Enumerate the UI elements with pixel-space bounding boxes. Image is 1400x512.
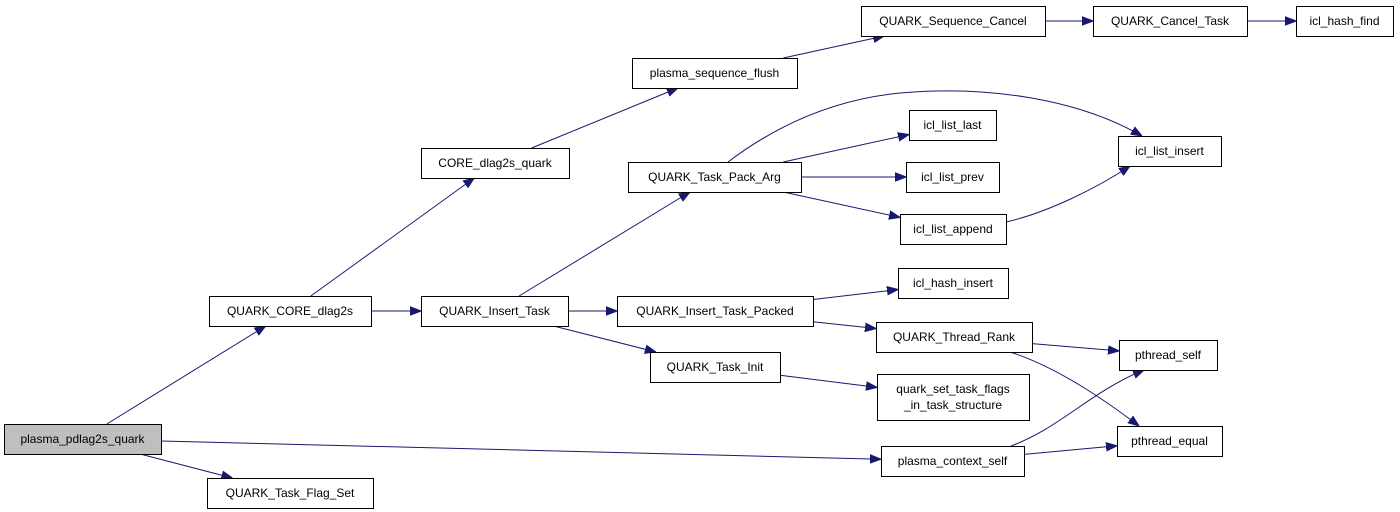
nodes: plasma_pdlag2s_quarkQUARK_CORE_dlag2sQUA… <box>4 6 1394 509</box>
node-box[interactable] <box>209 296 372 327</box>
node-label: pthread_equal <box>1131 434 1208 448</box>
node-label: icl_hash_insert <box>913 276 994 290</box>
node-box[interactable] <box>632 58 798 89</box>
edge-pack_arg-to-list_append <box>783 191 900 217</box>
node-box[interactable] <box>650 352 781 383</box>
node-task-flag-set[interactable]: QUARK_Task_Flag_Set <box>207 478 374 509</box>
node-label: QUARK_Thread_Rank <box>893 330 1016 344</box>
edge-thread_rank-to-pthread_equal <box>1009 351 1139 426</box>
node-label: pthread_self <box>1135 348 1202 362</box>
node-box[interactable] <box>4 424 162 455</box>
node-core-dlag2s-quark[interactable]: CORE_dlag2s_quark <box>421 148 570 179</box>
edge-core_dlag2s_quark-to-seq_flush <box>531 88 678 149</box>
edge-root-to-core_dlag2s <box>106 326 266 425</box>
node-task-init[interactable]: QUARK_Task_Init <box>650 352 781 383</box>
node-box[interactable] <box>906 162 1000 193</box>
node-label: QUARK_Task_Pack_Arg <box>648 170 781 184</box>
node-box[interactable] <box>877 374 1030 421</box>
node-label: icl_list_last <box>923 118 982 132</box>
node-label: QUARK_Cancel_Task <box>1111 14 1230 28</box>
node-pthread-equal[interactable]: pthread_equal <box>1117 426 1223 457</box>
node-box[interactable] <box>421 296 569 327</box>
edge-pack_arg-to-list_last <box>783 135 909 163</box>
node-label: QUARK_Insert_Task_Packed <box>636 304 793 318</box>
node-box[interactable] <box>861 6 1046 37</box>
node-label: _in_task_structure <box>903 398 1002 412</box>
node-box[interactable] <box>1093 6 1248 37</box>
node-pack-arg[interactable]: QUARK_Task_Pack_Arg <box>628 162 802 193</box>
node-hash-find[interactable]: icl_hash_find <box>1296 6 1394 37</box>
node-label: QUARK_Task_Flag_Set <box>226 486 355 500</box>
edge-insert_task-to-task_init <box>553 325 656 352</box>
node-label: QUARK_Sequence_Cancel <box>879 14 1026 28</box>
node-box[interactable] <box>876 322 1033 353</box>
node-box[interactable] <box>1118 136 1222 167</box>
node-pthread-self[interactable]: pthread_self <box>1119 340 1218 371</box>
node-list-last[interactable]: icl_list_last <box>909 110 997 141</box>
node-box[interactable] <box>1296 6 1394 37</box>
node-label: plasma_context_self <box>898 454 1008 468</box>
node-seq-flush[interactable]: plasma_sequence_flush <box>632 58 798 89</box>
node-core-dlag2s[interactable]: QUARK_CORE_dlag2s <box>209 296 372 327</box>
node-box[interactable] <box>1119 340 1218 371</box>
node-list-append[interactable]: icl_list_append <box>900 214 1007 245</box>
node-box[interactable] <box>207 478 374 509</box>
edge-seq_flush-to-seq_cancel <box>783 36 884 59</box>
node-box[interactable] <box>1117 426 1223 457</box>
edge-ctx_self-to-pthread_equal <box>1023 446 1117 455</box>
node-label: plasma_sequence_flush <box>650 66 779 80</box>
node-list-prev[interactable]: icl_list_prev <box>906 162 1000 193</box>
edge-thread_rank-to-pthread_self <box>1031 343 1119 351</box>
node-box[interactable] <box>898 268 1009 299</box>
edge-pack_arg-to-list_insert <box>727 90 1142 163</box>
edge-insert_task-to-pack_arg <box>518 192 690 297</box>
node-insert-packed[interactable]: QUARK_Insert_Task_Packed <box>617 296 814 327</box>
node-label: icl_list_prev <box>921 170 984 184</box>
edge-root-to-ctx_self <box>160 440 881 459</box>
node-hash-insert[interactable]: icl_hash_insert <box>898 268 1009 299</box>
node-label: icl_hash_find <box>1309 14 1379 28</box>
edge-ctx_self-to-pthread_self <box>1010 370 1144 447</box>
edge-root-to-task_flag_set <box>139 453 232 478</box>
node-thread-rank[interactable]: QUARK_Thread_Rank <box>876 322 1033 353</box>
node-label: plasma_pdlag2s_quark <box>20 432 145 446</box>
node-root[interactable]: plasma_pdlag2s_quark <box>4 424 162 455</box>
edge-list_append-to-list_insert <box>1005 166 1130 223</box>
node-box[interactable] <box>617 296 814 327</box>
node-seq-cancel[interactable]: QUARK_Sequence_Cancel <box>861 6 1046 37</box>
node-label: quark_set_task_flags <box>896 382 1009 396</box>
edge-insert_packed-to-hash_insert <box>812 290 898 300</box>
node-set-flags[interactable]: quark_set_task_flags _in_task_structure <box>877 374 1030 421</box>
node-label: icl_list_insert <box>1135 144 1204 158</box>
node-label: QUARK_Task_Init <box>667 360 764 374</box>
node-label: CORE_dlag2s_quark <box>438 156 552 170</box>
node-box[interactable] <box>881 446 1025 477</box>
node-label: QUARK_CORE_dlag2s <box>227 304 353 318</box>
node-ctx-self[interactable]: plasma_context_self <box>881 446 1025 477</box>
node-cancel-task[interactable]: QUARK_Cancel_Task <box>1093 6 1248 37</box>
node-label: QUARK_Insert_Task <box>439 304 551 318</box>
edges <box>106 21 1296 478</box>
edge-insert_packed-to-thread_rank <box>812 321 876 329</box>
node-box[interactable] <box>628 162 802 193</box>
edge-task_init-to-set_flags <box>779 374 877 387</box>
node-box[interactable] <box>900 214 1007 245</box>
node-box[interactable] <box>421 148 570 179</box>
node-label: icl_list_append <box>913 222 992 236</box>
node-list-insert[interactable]: icl_list_insert <box>1118 136 1222 167</box>
node-insert-task[interactable]: QUARK_Insert_Task <box>421 296 569 327</box>
edge-core_dlag2s-to-core_dlag2s_quark <box>310 178 474 297</box>
node-box[interactable] <box>909 110 997 141</box>
